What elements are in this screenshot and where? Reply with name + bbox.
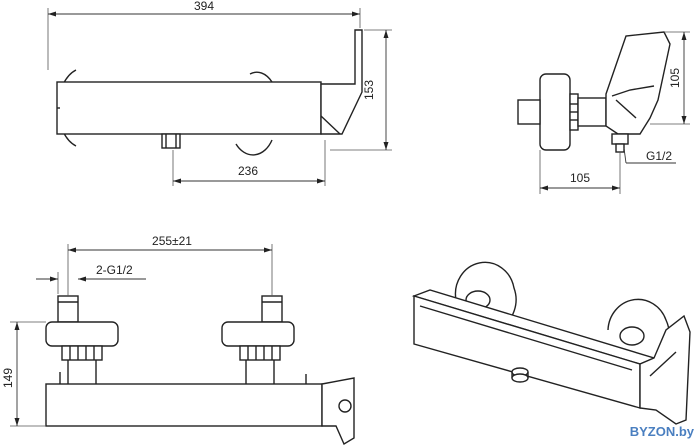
- outlet-nozzle: [161, 133, 181, 149]
- dim-side-outlet: G1/2: [646, 149, 672, 163]
- dim-inlet-spacing-front: 255±21: [152, 234, 192, 248]
- left-inlet-pipe: [57, 295, 79, 323]
- front-view: 255±21 2-G1/2 149: [1, 234, 355, 446]
- dim-side-height: 105: [668, 68, 682, 88]
- left-nut: [61, 345, 103, 361]
- right-inlet-pipe: [261, 295, 283, 323]
- lever-handle: [320, 29, 363, 135]
- front-handle: [321, 377, 355, 446]
- iso-handle: [639, 314, 691, 425]
- front-body: [45, 383, 323, 427]
- side-wall-flange: [539, 73, 571, 151]
- dim-top-height: 153: [362, 80, 376, 100]
- dim-inlet-spacing-top: 236: [238, 164, 258, 178]
- isometric-view: [411, 261, 691, 425]
- dim-front-height: 149: [1, 368, 15, 388]
- right-nut: [239, 345, 281, 361]
- right-flange-top: [249, 71, 273, 83]
- dim-inlet-thread: 2-G1/2: [96, 263, 133, 277]
- right-flange-bottom: [235, 139, 273, 156]
- side-inlet-pipe: [517, 99, 541, 125]
- right-flange: [221, 321, 295, 347]
- mixer-body: [56, 81, 322, 135]
- side-body: [605, 31, 671, 135]
- left-flange: [45, 321, 119, 347]
- side-connector: [577, 97, 607, 127]
- watermark: BYZON.by: [630, 424, 695, 439]
- side-view: 105 G1/2 105: [517, 31, 690, 194]
- side-outlet: [611, 133, 629, 145]
- iso-flange-left: [454, 261, 517, 329]
- top-view: 394 153 236: [47, 0, 392, 186]
- dim-side-depth: 105: [570, 171, 590, 185]
- front-handle-knob: [338, 399, 352, 413]
- dim-top-width: 394: [194, 0, 214, 13]
